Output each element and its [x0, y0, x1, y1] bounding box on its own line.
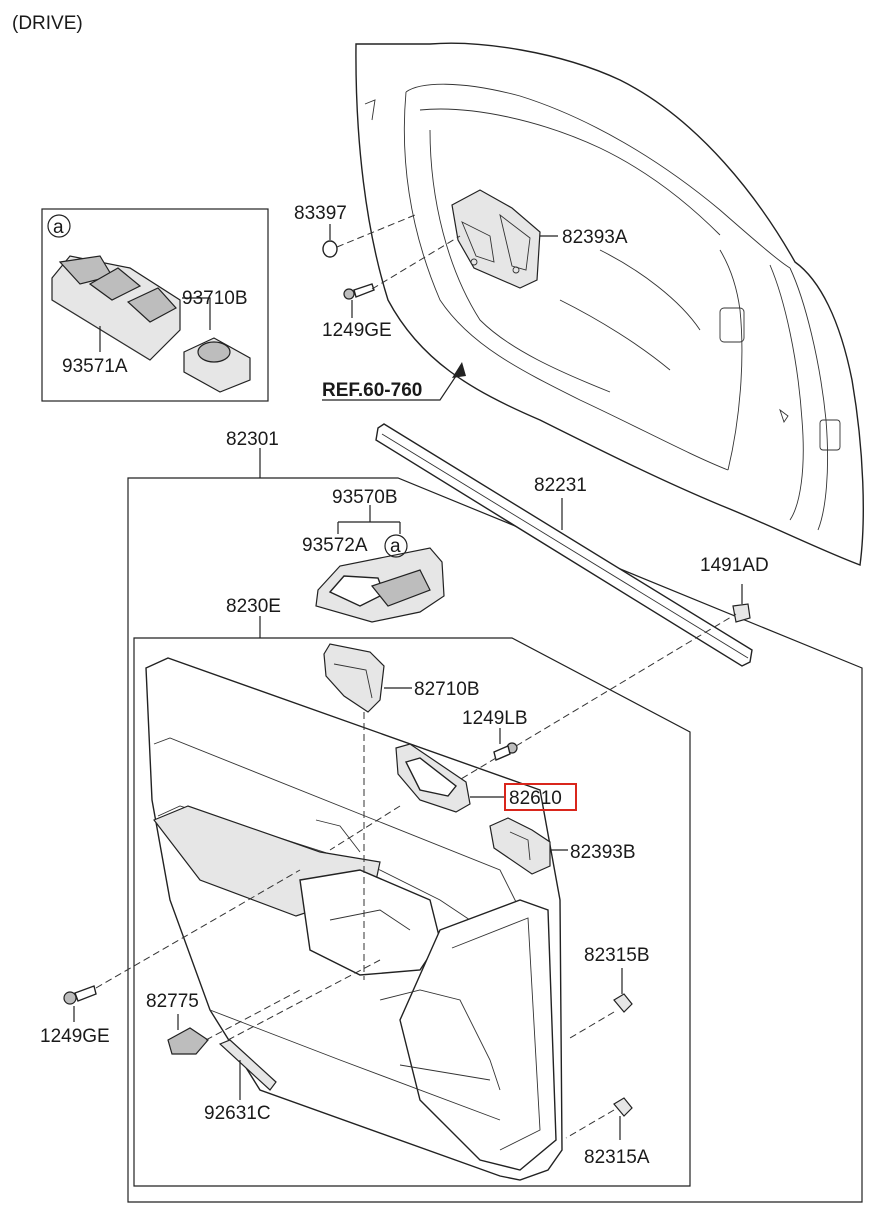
label-92631c: 92631C — [204, 1103, 271, 1124]
door-frame — [355, 42, 864, 566]
ref-arrow-head — [452, 362, 466, 378]
highlight-box-82610 — [504, 783, 577, 811]
weatherstrip-82231 — [375, 423, 753, 667]
inset-marker: a — [53, 217, 64, 238]
label-1249ge-top: 1249GE — [322, 320, 392, 341]
page-title: (DRIVE) — [12, 13, 83, 34]
lamp-92631c — [218, 959, 381, 1100]
label-82775: 82775 — [146, 991, 199, 1012]
label-93570b: 93570B — [332, 487, 398, 508]
label-82231: 82231 — [534, 475, 587, 496]
inset-box — [41, 208, 269, 402]
latch-bracket-82393a — [451, 189, 541, 289]
bracket-82393b — [489, 817, 568, 875]
plug-83397 — [322, 240, 338, 258]
label-83397: 83397 — [294, 203, 347, 224]
label-ref: REF.60-760 — [322, 380, 422, 401]
bezel-93572a — [315, 505, 445, 623]
label-93710b: 93710B — [182, 288, 248, 309]
label-93571a: 93571A — [62, 356, 128, 377]
clip-82315a — [565, 1097, 633, 1140]
label-82393b: 82393B — [570, 842, 636, 863]
label-82315b: 82315B — [584, 945, 650, 966]
label-82710b: 82710B — [414, 679, 480, 700]
clip-82315b — [569, 968, 633, 1039]
label-82315a: 82315A — [584, 1147, 650, 1168]
label-82610: 82610 — [509, 788, 562, 809]
label-1249ge-bottom: 1249GE — [40, 1026, 110, 1047]
screw-1249ge-top — [343, 283, 375, 300]
clip-1491ad — [732, 584, 751, 623]
box-8230e — [133, 637, 691, 1187]
box-82301 — [127, 477, 863, 1203]
screw-1249lb — [455, 613, 737, 783]
label-8230e: 8230E — [226, 596, 281, 617]
screw-1249ge-bottom — [63, 869, 301, 1022]
inside-handle-82610 — [329, 743, 505, 851]
label-marker-a: a — [390, 536, 401, 557]
bracket-82710b — [323, 643, 412, 980]
label-1249lb: 1249LB — [462, 708, 528, 729]
label-1491ad: 1491AD — [700, 555, 769, 576]
label-82301: 82301 — [226, 429, 279, 450]
cap-82775 — [167, 989, 301, 1055]
label-82393a: 82393A — [562, 227, 628, 248]
label-93572a: 93572A — [302, 535, 368, 556]
